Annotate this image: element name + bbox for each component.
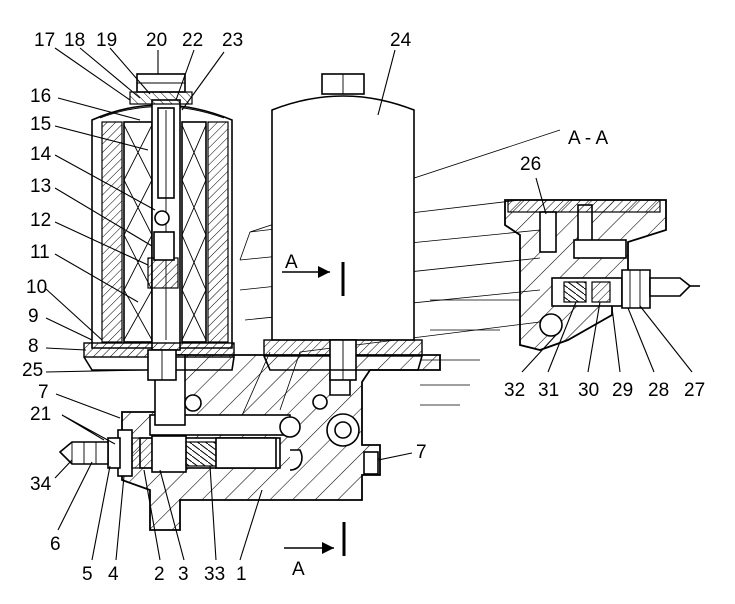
- callout-26: 26: [520, 154, 541, 175]
- section-arrows: A A: [282, 252, 346, 580]
- callout-27: 27: [684, 380, 705, 401]
- callout-12: 12: [30, 210, 51, 231]
- callout-4: 4: [108, 564, 119, 585]
- callout-3: 3: [178, 564, 189, 585]
- callout-23: 23: [222, 30, 243, 51]
- callout-16: 16: [30, 86, 51, 107]
- callout-7-upper: 7: [38, 382, 49, 403]
- callout-32: 32: [504, 380, 525, 401]
- callout-6: 6: [50, 534, 61, 555]
- callout-1: 1: [236, 564, 247, 585]
- left-filter-assembly: [83, 73, 235, 381]
- callout-labels: 17 18 19 20 22 23 24 16 15 14 13 12 11 1…: [22, 30, 705, 585]
- view-marker-upper: A: [285, 252, 298, 273]
- callout-29: 29: [612, 380, 633, 401]
- callout-21: 21: [30, 404, 51, 425]
- callout-17: 17: [34, 30, 55, 51]
- view-marker-lower: A: [292, 559, 305, 580]
- callout-34: 34: [30, 474, 52, 495]
- callout-30: 30: [578, 380, 599, 401]
- callout-19: 19: [96, 30, 117, 51]
- callout-28: 28: [648, 380, 669, 401]
- callout-24: 24: [390, 30, 412, 51]
- callout-20: 20: [146, 30, 167, 51]
- callout-14: 14: [30, 144, 52, 165]
- callout-2: 2: [154, 564, 165, 585]
- callout-25: 25: [22, 360, 43, 381]
- callout-33: 33: [204, 564, 225, 585]
- callout-5: 5: [82, 564, 93, 585]
- callout-10: 10: [26, 277, 47, 298]
- callout-7-lower: 7: [416, 442, 427, 463]
- right-canister: [263, 73, 423, 381]
- section-view-a-a: [504, 199, 700, 351]
- callout-8: 8: [28, 336, 39, 357]
- callout-15: 15: [30, 114, 51, 135]
- callout-22: 22: [182, 30, 203, 51]
- callout-13: 13: [30, 176, 51, 197]
- valve-assembly: [58, 429, 277, 477]
- callout-9: 9: [28, 306, 39, 327]
- callout-11: 11: [30, 242, 50, 263]
- callout-31: 31: [538, 380, 559, 401]
- leader-lines: [45, 47, 693, 561]
- callout-18: 18: [64, 30, 85, 51]
- section-label: A - A: [568, 128, 608, 149]
